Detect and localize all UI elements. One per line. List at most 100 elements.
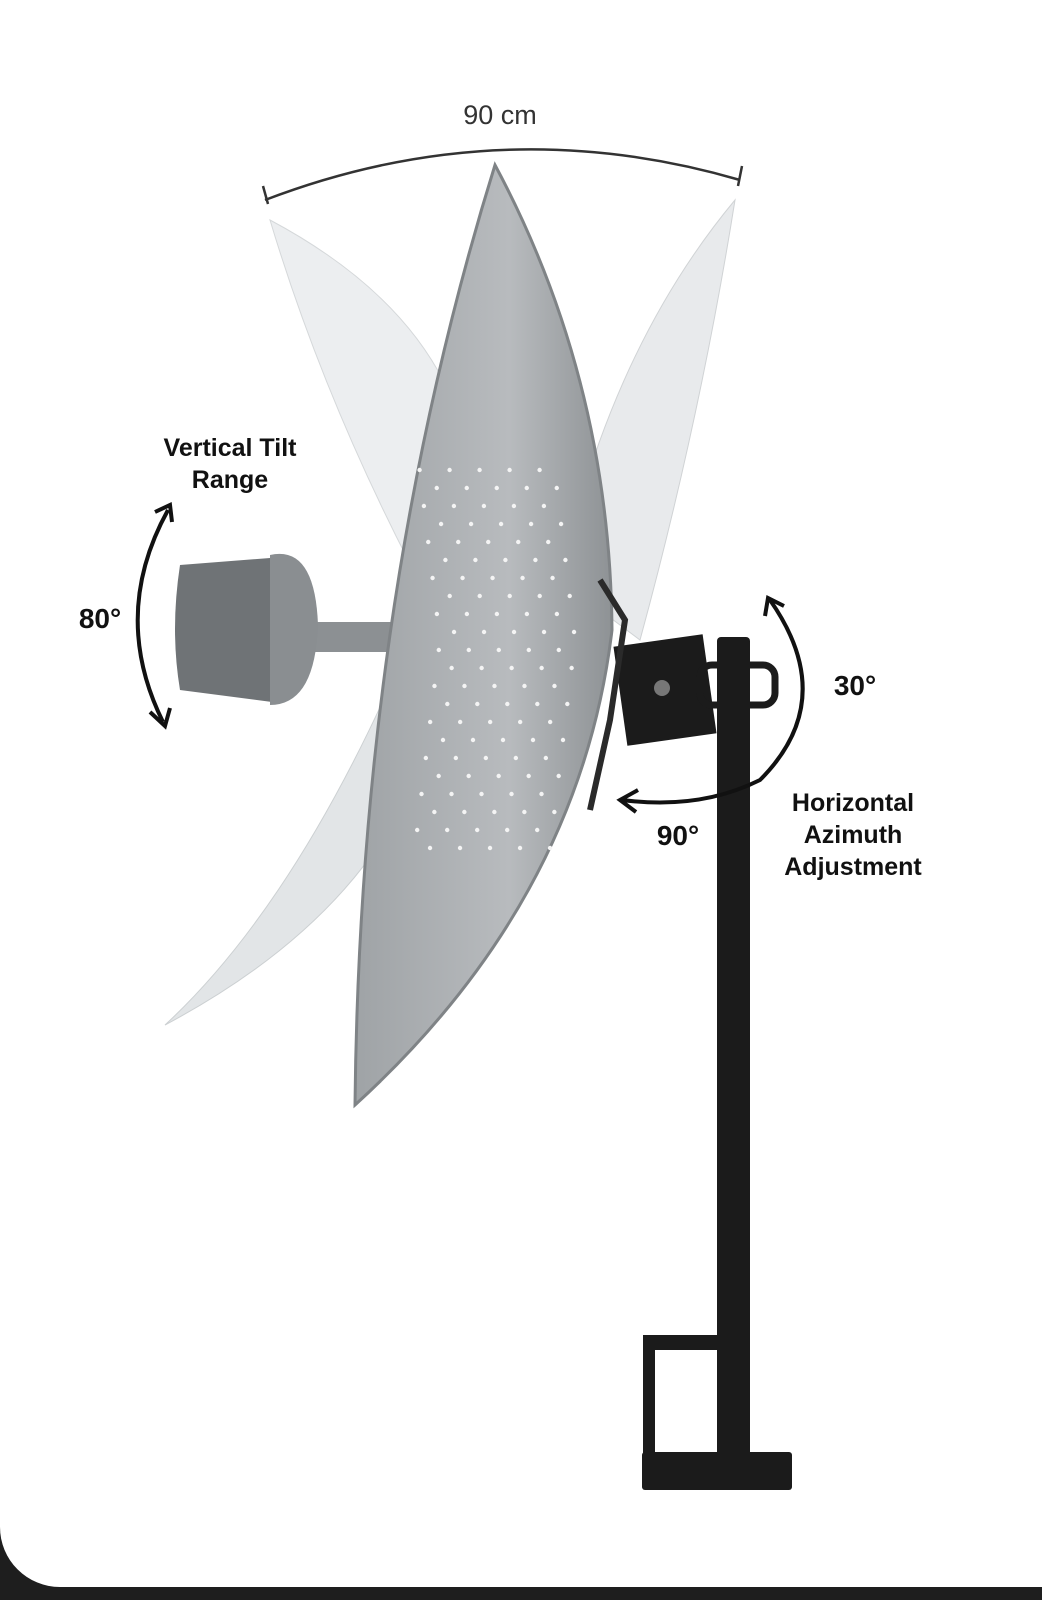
perforation-dot [436, 647, 441, 653]
perforation-dot [477, 593, 482, 599]
perforation-dot [517, 719, 523, 725]
perforation-dot [505, 827, 510, 833]
perforation-dot [547, 719, 553, 725]
perforation-dot [520, 575, 525, 581]
perforation-dot [567, 593, 572, 599]
perforation-dot [456, 539, 461, 545]
perforation-dot [496, 773, 501, 779]
perforation-dot [457, 719, 463, 725]
perforation-dot [445, 701, 450, 707]
azimuth-line1: Horizontal [791, 789, 915, 817]
perforation-dot [556, 773, 561, 779]
perforation-dot [558, 521, 564, 527]
perforation-dot [447, 593, 452, 599]
perforation-dot [541, 503, 547, 509]
perforation-dot [434, 611, 440, 617]
perforation-dot [509, 665, 514, 671]
perforation-dot [535, 701, 540, 707]
perforation-dot [492, 683, 497, 689]
perforation-dot [432, 809, 437, 815]
perforation-dot [492, 809, 497, 815]
vertical-tilt-line1: Vertical Tilt [163, 434, 297, 462]
perforation-dot [563, 557, 568, 563]
perforation-dot [481, 629, 487, 635]
perforation-dot [511, 629, 517, 635]
perforation-dot [449, 791, 454, 797]
perforation-dot [524, 485, 529, 491]
perforation-dot [443, 557, 448, 563]
perforation-dot [539, 791, 544, 797]
perforation-dot [546, 539, 551, 545]
azimuth-left-angle: 90° [656, 820, 700, 851]
perforation-dot [526, 647, 531, 653]
perforation-dot [550, 575, 555, 581]
perforation-dot [417, 467, 422, 473]
perforation-dot [427, 845, 433, 851]
perforation-dot [541, 629, 547, 635]
perforation-dot [451, 503, 457, 509]
perforation-dot [554, 611, 560, 617]
perforation-dot [430, 575, 435, 581]
perforation-dot [539, 665, 544, 671]
perforation-dot [528, 521, 534, 527]
perforation-dot [487, 845, 493, 851]
azimuth-line3: Adjustment [784, 853, 922, 881]
dish-perforations [415, 467, 577, 851]
mount-bracket [587, 578, 779, 811]
perforation-dot [556, 647, 561, 653]
perforation-dot [475, 701, 480, 707]
perforation-dot [470, 737, 476, 743]
perforation-dot [500, 737, 506, 743]
perforation-dot [473, 557, 478, 563]
perforation-dot [479, 665, 484, 671]
tilt-angle-label: 80° [78, 603, 122, 634]
perforation-dot [436, 773, 441, 779]
perforation-dot [517, 845, 523, 851]
perforation-dot [509, 791, 514, 797]
perforation-dot [571, 629, 577, 635]
perforation-dot [464, 611, 470, 617]
perforation-dot [462, 683, 467, 689]
width-dimension-arc [261, 148, 744, 205]
perforation-dot [494, 611, 500, 617]
perforation-dot [426, 539, 431, 545]
base-plate [642, 1452, 792, 1490]
perforation-dot [554, 485, 559, 491]
width-label: 90 cm [463, 100, 537, 130]
tilt-arrow [135, 502, 174, 730]
perforation-dot [498, 521, 504, 527]
perforation-dot [423, 755, 429, 761]
perforation-dot [453, 755, 459, 761]
perforation-dot [427, 719, 433, 725]
perforation-dot [481, 503, 487, 509]
perforation-dot [522, 809, 527, 815]
perforation-dot [432, 683, 437, 689]
perforation-dot [479, 791, 484, 797]
perforation-dot [486, 539, 491, 545]
vertical-tilt-line2: Range [191, 466, 269, 494]
perforation-dot [496, 647, 501, 653]
perforation-dot [513, 755, 519, 761]
perforation-dot [451, 629, 457, 635]
perforation-dot [421, 503, 427, 509]
main-dish [353, 161, 614, 1109]
perforation-dot [537, 593, 542, 599]
perforation-dot [464, 485, 469, 491]
perforation-dot [475, 827, 480, 833]
perforation-dot [477, 467, 482, 473]
perforation-dot [511, 503, 517, 509]
perforation-dot [516, 539, 521, 545]
perforation-dot [533, 557, 538, 563]
perforation-dot [468, 521, 474, 527]
perforation-dot [503, 557, 508, 563]
perforation-dot [560, 737, 566, 743]
perforation-dot [466, 773, 471, 779]
perforation-dot [507, 593, 512, 599]
perforation-dot [445, 827, 450, 833]
perforation-dot [419, 791, 424, 797]
mount-pole [717, 637, 750, 1477]
perforation-dot [466, 647, 471, 653]
perforation-dot [438, 521, 444, 527]
perforation-dot [457, 845, 463, 851]
